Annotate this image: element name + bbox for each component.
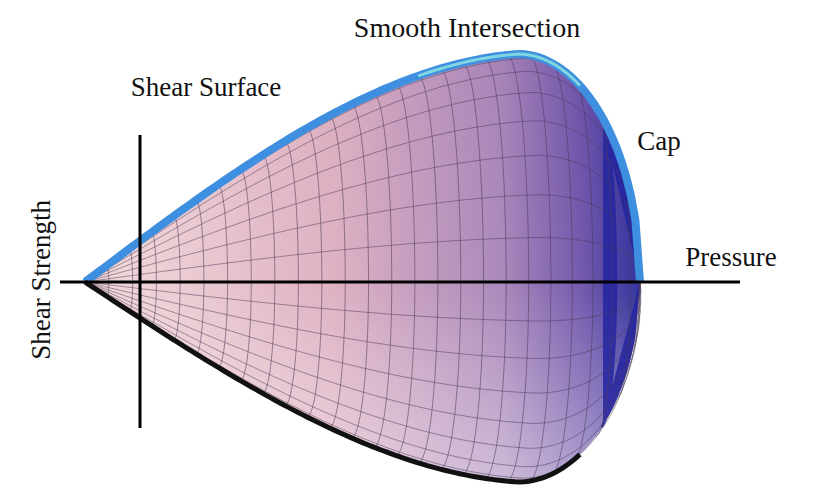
surface-body [85,54,640,482]
grid-line [85,58,640,282]
grid-line [85,282,640,423]
rim-highlight [418,54,580,86]
grid-line [85,282,640,448]
part-label: Shear Surface [131,73,282,103]
bottom-edge [85,282,580,482]
grid-ring [529,55,551,481]
grid-ring [329,116,345,428]
surface-shade [85,54,640,482]
grid-line [85,282,641,359]
grid-ring [462,63,483,475]
grid-ring [596,106,613,436]
grid-line [85,121,640,282]
grid-ring [551,63,572,475]
axis-label: Shear Strength [27,200,57,360]
grid-ring [351,104,368,438]
grid-line [85,92,640,282]
grid-ring [418,76,438,463]
grid-ring [307,128,322,417]
grid-line [85,282,640,478]
shear-axis [139,135,142,428]
grid-ring [285,141,299,405]
part-label: Cap [637,127,681,157]
grid-ring [485,58,507,478]
grid-ring [396,84,415,455]
grid-ring [507,55,529,481]
shear-rim [85,54,640,282]
grid-line [85,282,640,467]
axis-label: Pressure [685,243,776,273]
grid-line [85,238,641,282]
part-label: Smooth Intersection [354,13,580,44]
grid-line [85,195,641,282]
grid-ring [374,94,392,447]
grid-ring [440,69,461,469]
pressure-axis [60,281,740,284]
